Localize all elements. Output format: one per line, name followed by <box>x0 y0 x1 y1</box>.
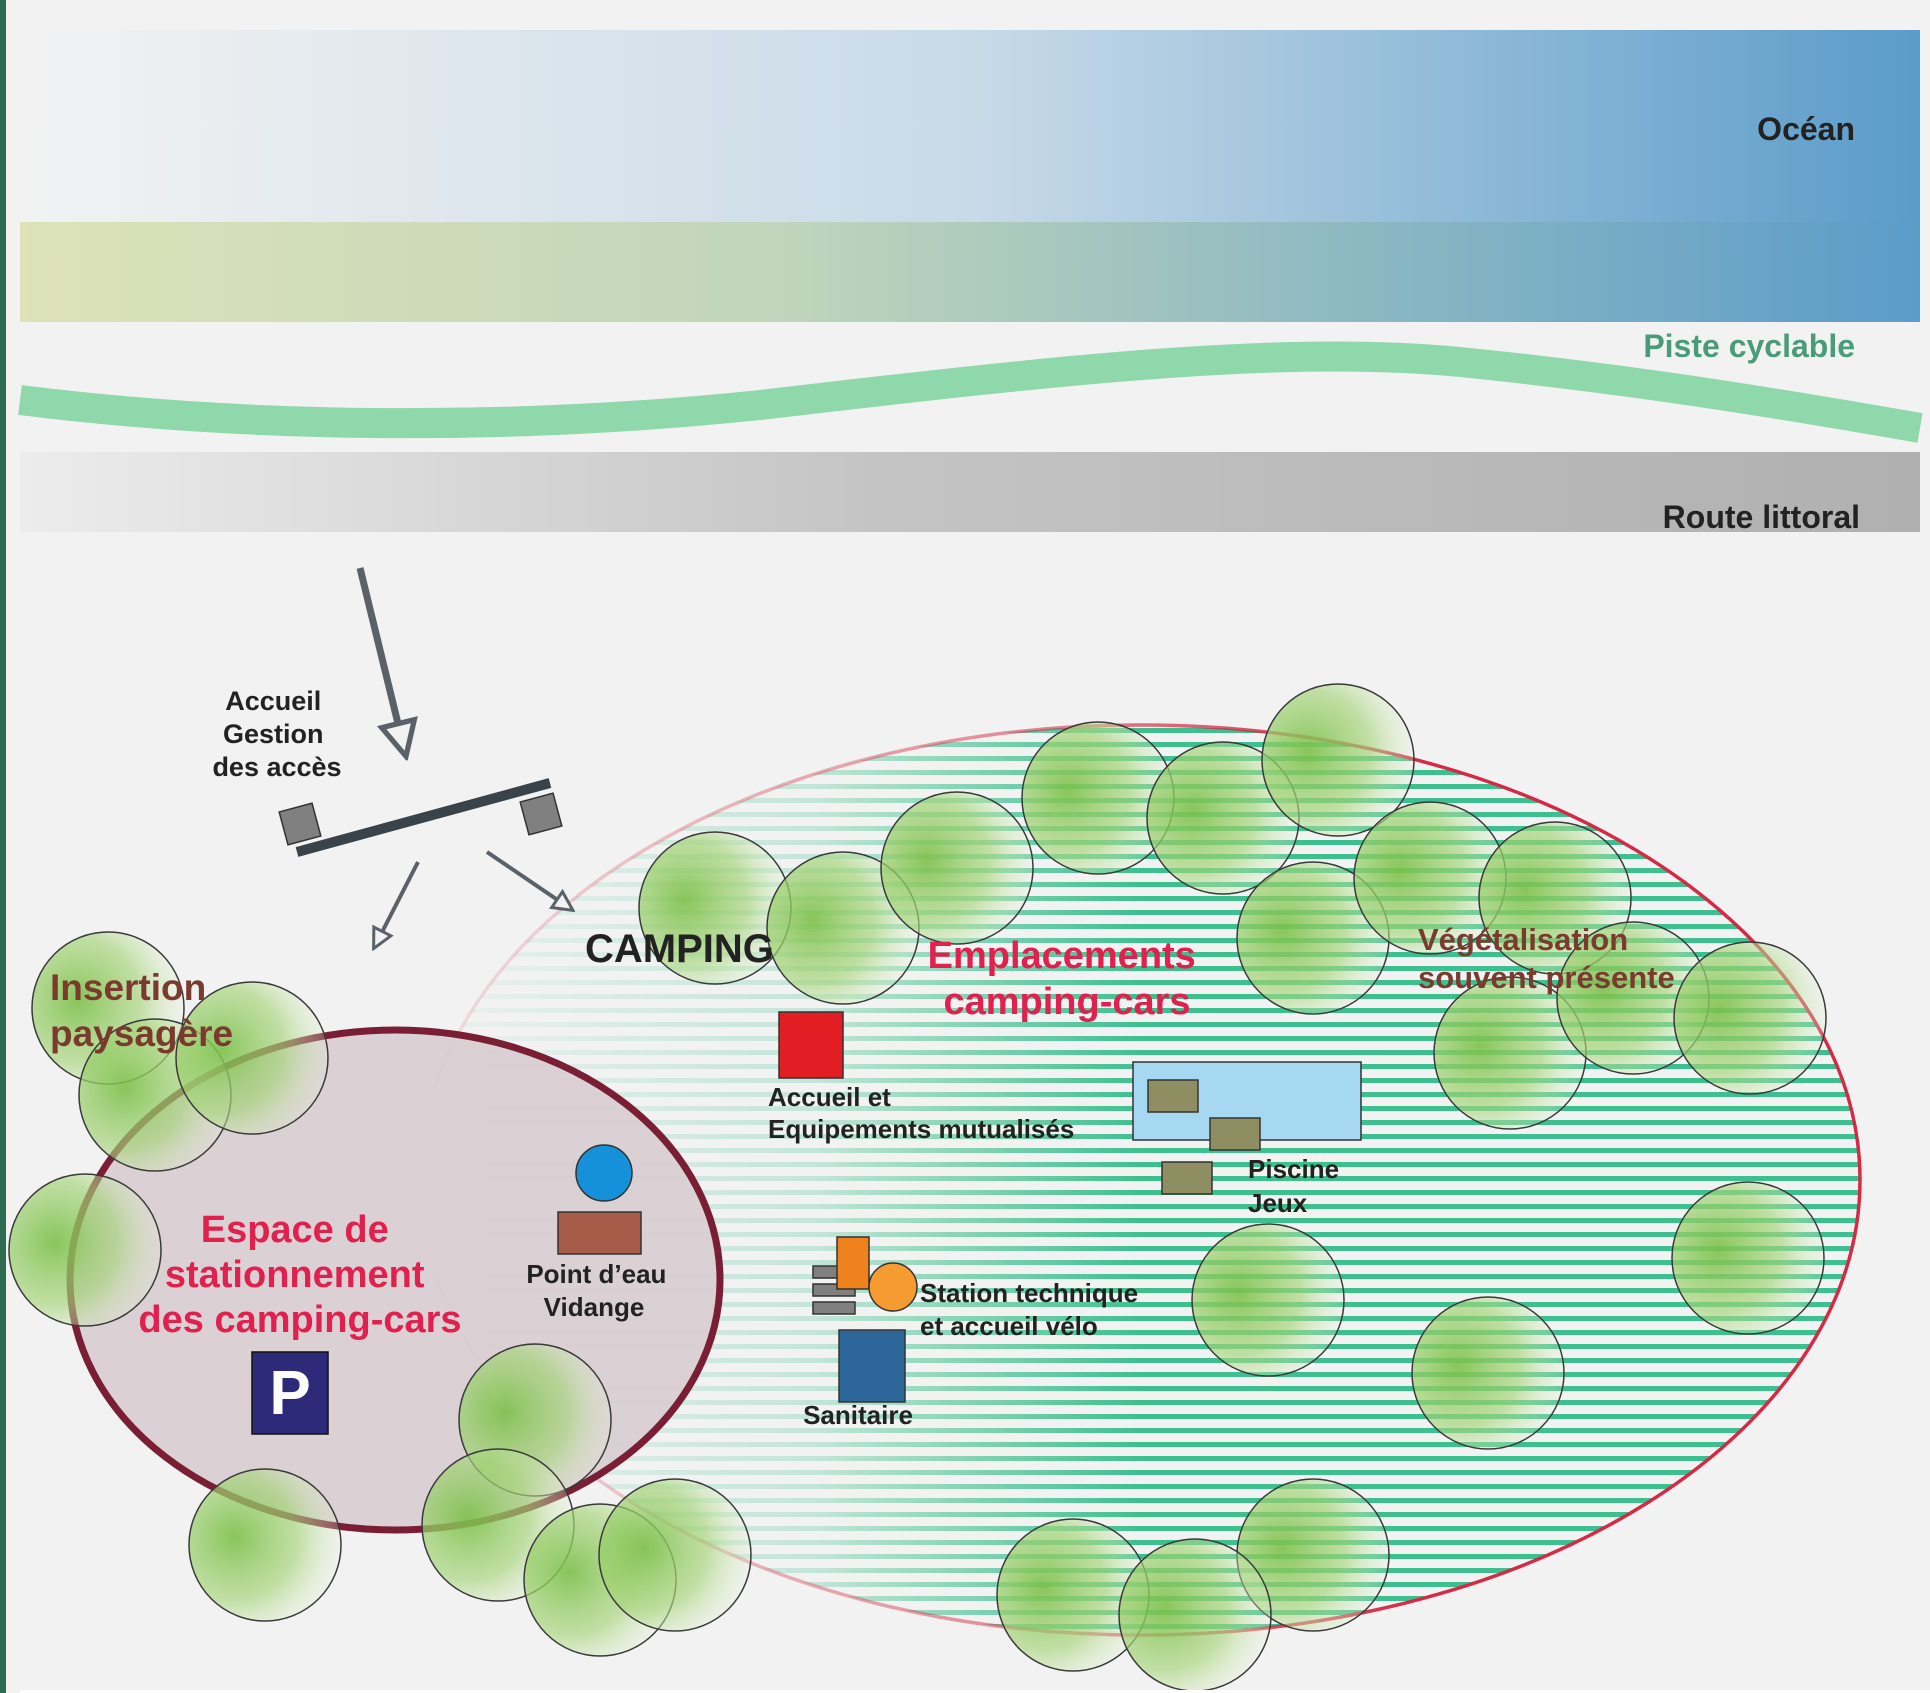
technical-station-label: Station technique et accueil vélo <box>920 1278 1145 1341</box>
bike-path <box>18 341 1923 443</box>
game-block <box>1147 1079 1199 1113</box>
shared-reception-label: Accueil et Equipements mutualisés <box>768 1082 1074 1144</box>
tree-canopy-icon <box>1191 1223 1345 1377</box>
pool-label: Piscine Jeux <box>1248 1154 1346 1218</box>
camping-title: CAMPING <box>585 927 774 971</box>
ocean-band <box>20 30 1920 225</box>
parking-label: Espace de stationnement des camping-cars <box>138 1209 461 1341</box>
shared-reception-building <box>778 1011 844 1079</box>
left-border <box>0 0 6 1693</box>
tree-canopy-icon <box>1671 1181 1825 1335</box>
sanitary-building <box>838 1329 906 1403</box>
entry-arrow <box>356 567 402 740</box>
tree-canopy-icon <box>598 1478 752 1632</box>
game-block <box>1209 1117 1261 1151</box>
bike-reception-icon <box>868 1262 918 1312</box>
reception-label: Accueil Gestion des accès <box>212 686 341 782</box>
water-point-label: Point d’eau Vidange <box>526 1259 673 1322</box>
vegetation-label: Végétalisation souvent présente <box>1418 922 1675 995</box>
tree-canopy-icon <box>1673 941 1827 1095</box>
entrance <box>278 567 565 940</box>
tree-canopy-icon <box>1261 683 1415 837</box>
bottom-border <box>20 1690 1930 1693</box>
gate-right <box>519 792 563 836</box>
technical-station <box>812 1236 918 1315</box>
exit-arrow-left <box>378 861 420 940</box>
parking-sign-icon: P <box>251 1351 329 1435</box>
tree-canopy-icon <box>8 1173 162 1327</box>
water-point-icon <box>575 1144 633 1202</box>
sanitary-label: Sanitaire <box>803 1400 913 1430</box>
game-block <box>1161 1161 1213 1195</box>
gate-left <box>278 802 322 846</box>
drainage-icon <box>557 1211 642 1255</box>
tree-canopy-icon <box>175 981 329 1135</box>
trees <box>8 683 1827 1692</box>
access-barrier <box>295 778 552 857</box>
parking-sign-letter: P <box>269 1359 310 1428</box>
tree-canopy-icon <box>1118 1538 1272 1692</box>
dune-band <box>20 222 1920 322</box>
ocean-label: Océan <box>1757 111 1855 147</box>
tree-canopy-icon <box>1411 1296 1565 1450</box>
tree-canopy-icon <box>880 791 1034 945</box>
landscape-label: Insertion paysagère <box>50 967 233 1054</box>
camping-pitches-label: Emplacements camping-cars <box>928 935 1207 1023</box>
bike-path-label: Piste cyclable <box>1643 328 1855 364</box>
coastal-road <box>20 452 1920 532</box>
exit-arrow-right <box>485 850 565 905</box>
tree-canopy-icon <box>188 1468 342 1622</box>
coastal-road-label: Route littoral <box>1663 499 1860 535</box>
